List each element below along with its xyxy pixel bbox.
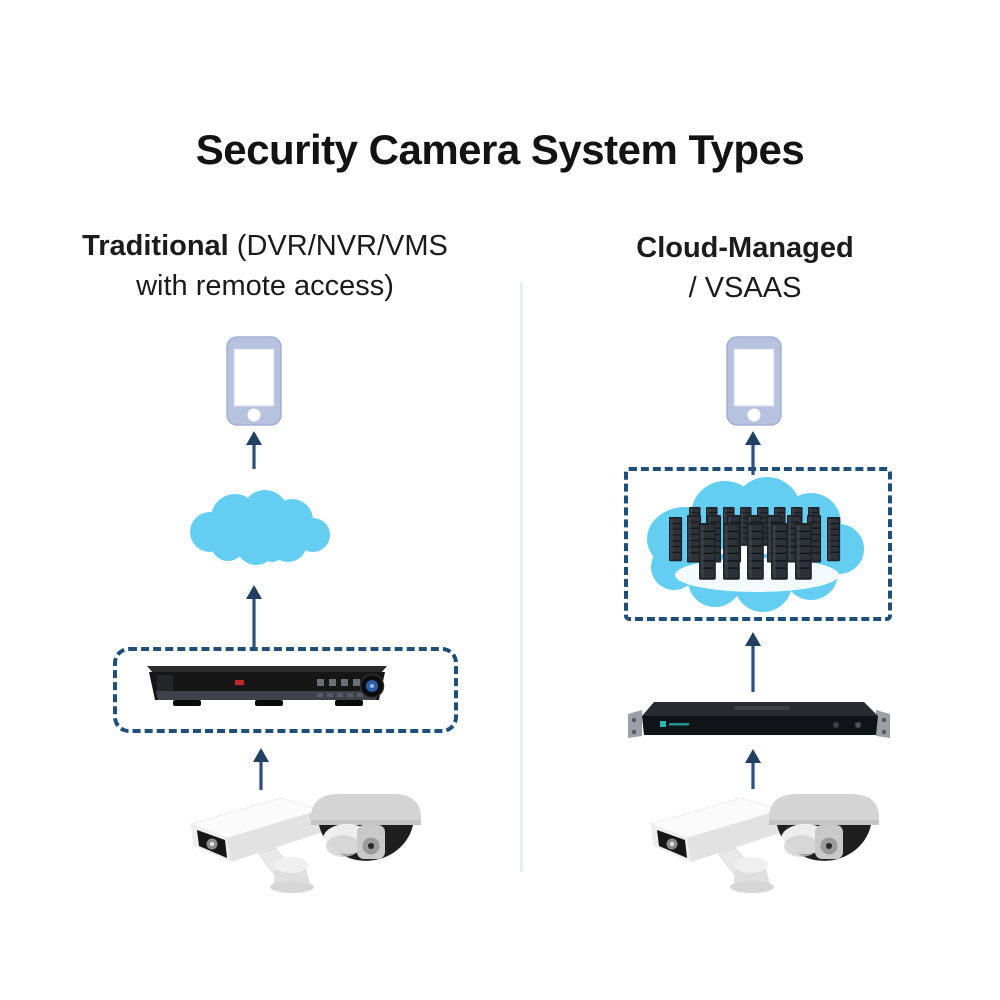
column-divider (520, 282, 523, 872)
up-arrow-icon (243, 430, 265, 470)
left-heading-bold: Traditional (82, 230, 229, 262)
bullet-camera-icon (163, 786, 338, 894)
left-heading-line2: with remote access) (136, 270, 394, 302)
left-column-heading: Traditional (DVR/NVR/VMS with remote acc… (30, 226, 500, 306)
left-heading-line1: Traditional (DVR/NVR/VMS (30, 226, 500, 266)
dome-camera-icon (763, 784, 885, 874)
up-arrow-icon (742, 748, 764, 790)
dvr-recorder-icon (139, 660, 395, 712)
internet-cloud-icon (180, 480, 340, 570)
dvr-dashed-box (113, 647, 458, 733)
smartphone-icon (726, 336, 782, 426)
bullet-camera-icon (623, 786, 798, 894)
smartphone-icon (226, 336, 282, 426)
dome-camera-icon (305, 784, 427, 874)
cloud-datacenter-icon (633, 473, 883, 615)
page-title: Security Camera System Types (195, 126, 805, 173)
right-heading-bold: Cloud-Managed (636, 232, 854, 264)
cloud-datacenter-dashed-box (624, 467, 892, 621)
right-heading-line2: / VSAAS (688, 272, 802, 304)
right-column-heading: Cloud-Managed / VSAAS (565, 228, 925, 308)
up-arrow-icon (243, 584, 265, 648)
up-arrow-icon (742, 631, 764, 693)
up-arrow-icon (250, 747, 272, 791)
rack-server-icon (626, 690, 892, 748)
left-heading-regular: (DVR/NVR/VMS (228, 230, 448, 262)
